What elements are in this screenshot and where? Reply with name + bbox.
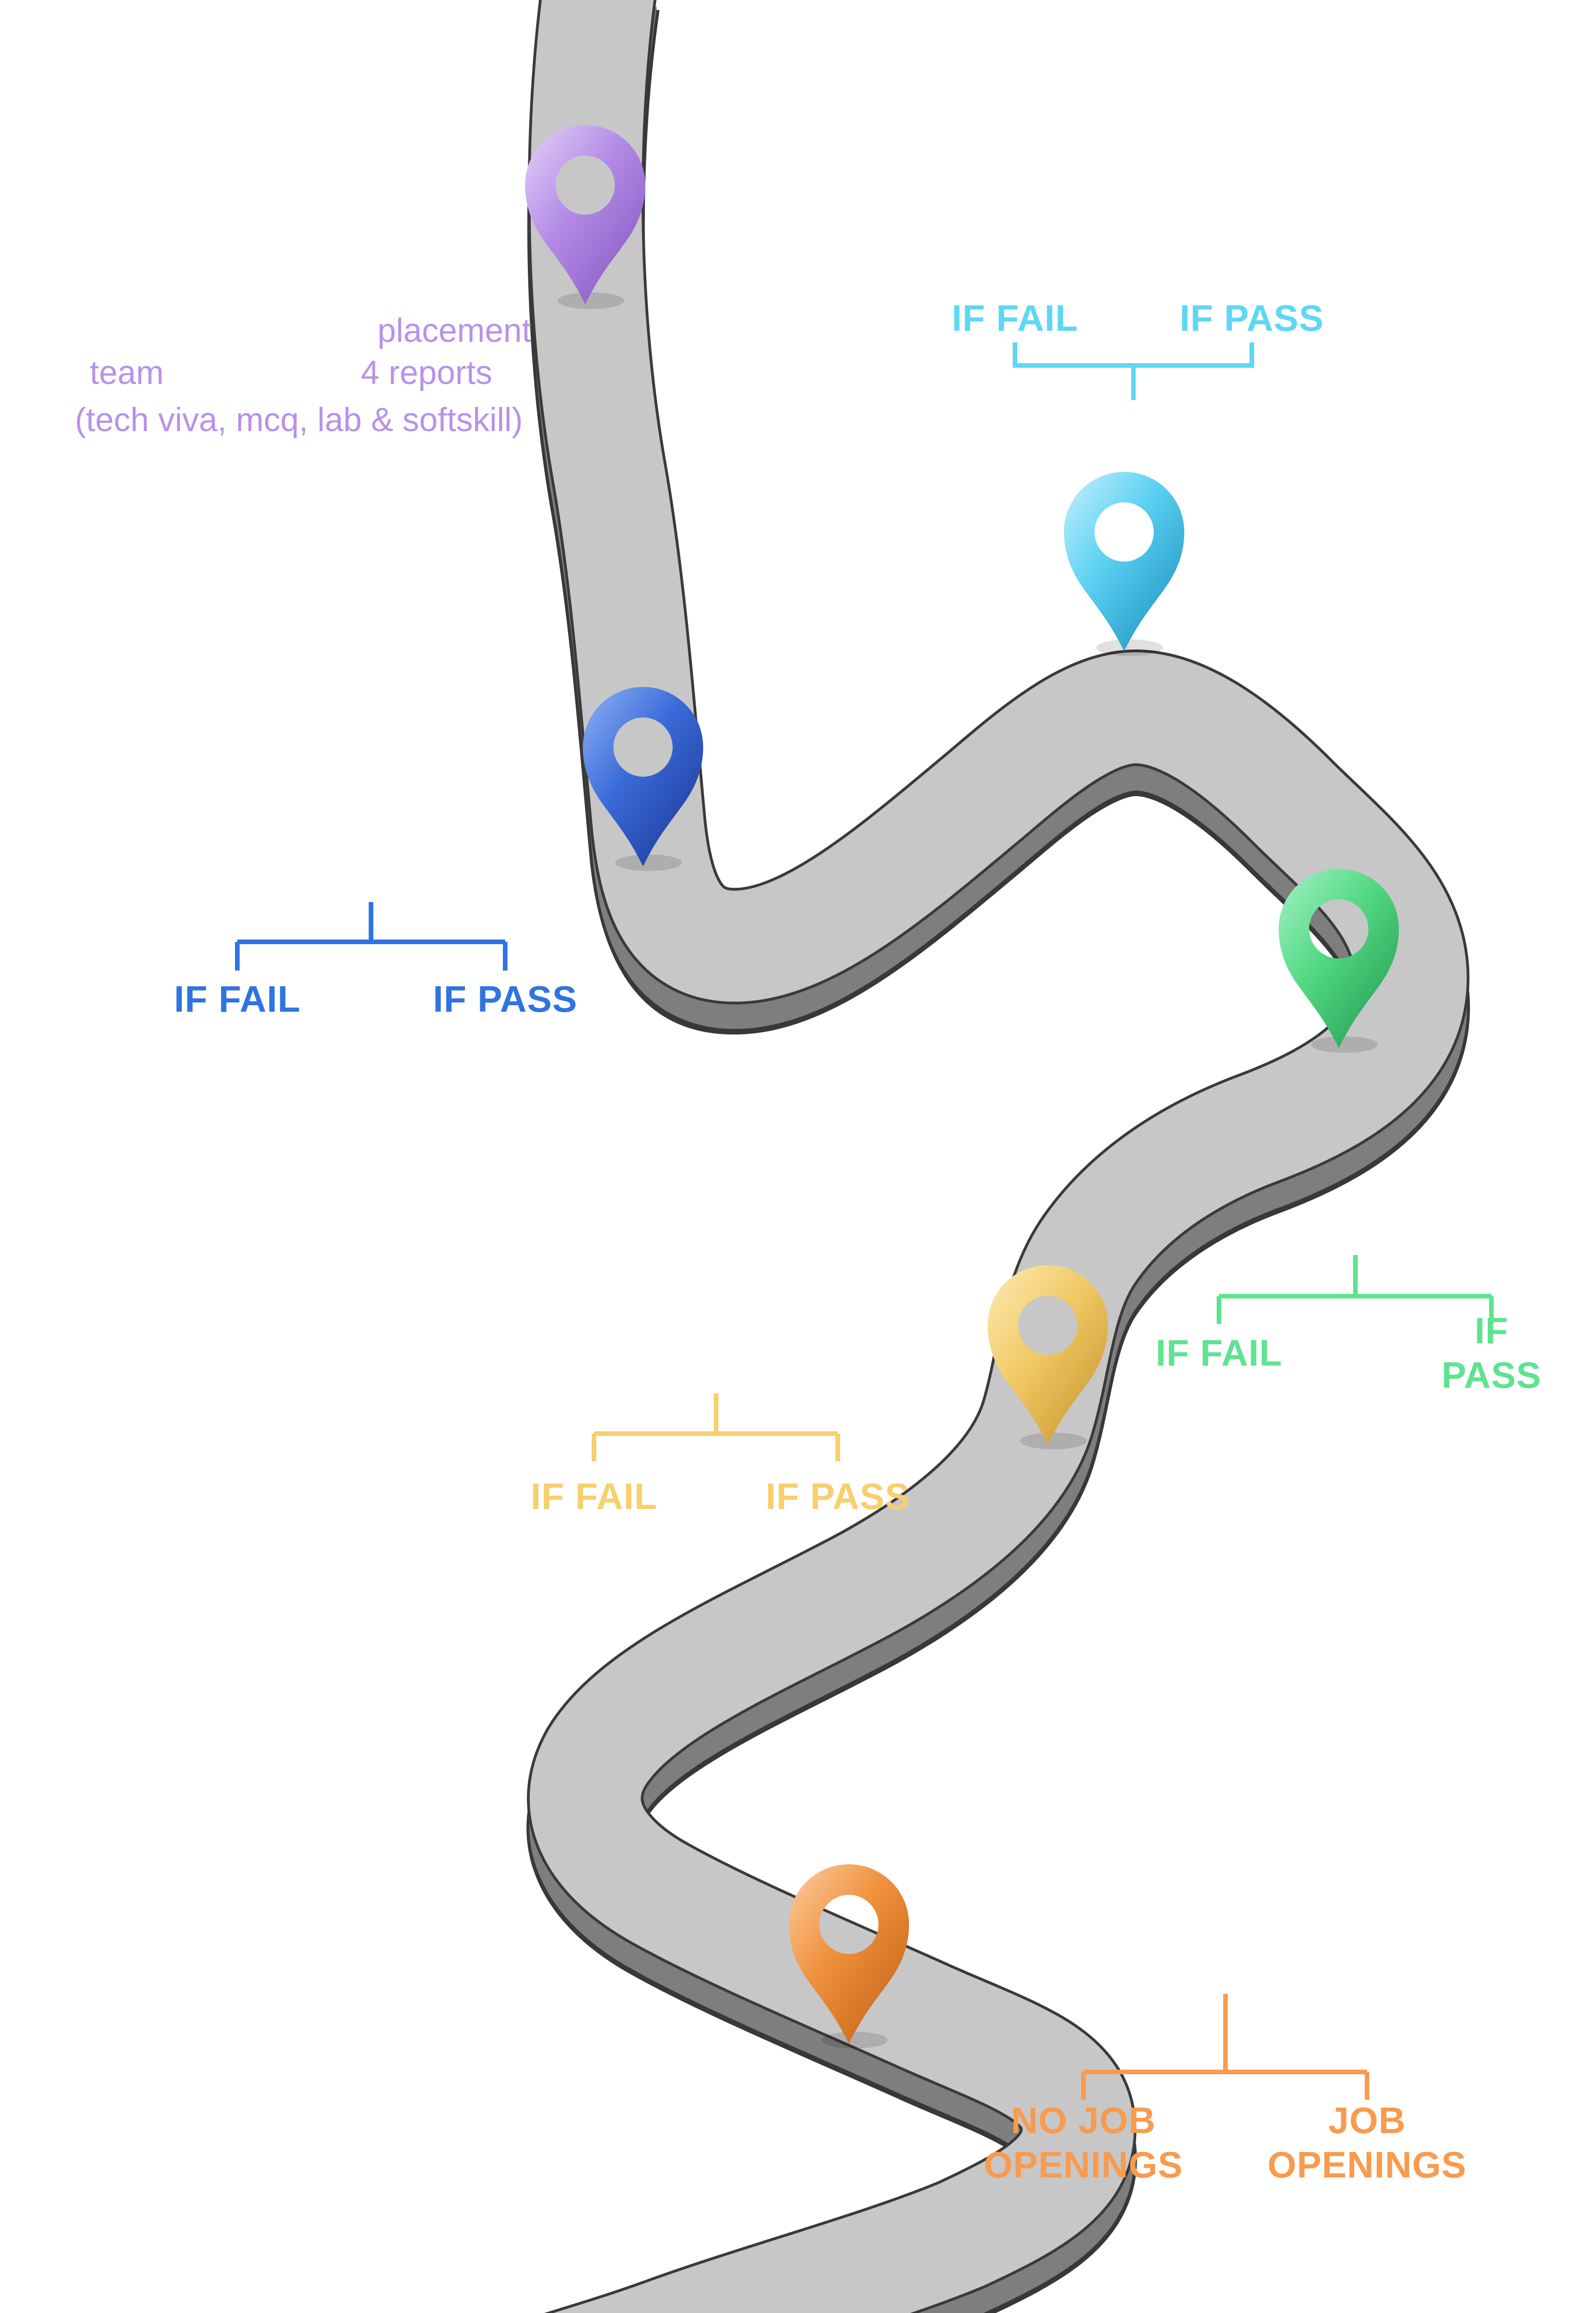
branch-bar [1219, 1294, 1491, 1299]
branch-tick-left [592, 1434, 596, 1461]
branch-bar [237, 940, 505, 944]
pin-shadow [1311, 1036, 1378, 1053]
branch-label-left: IF FAIL [174, 978, 301, 1020]
branch-tick-left [235, 942, 240, 971]
branch-stem [1223, 1994, 1228, 2072]
branch-tick-left [1013, 342, 1017, 368]
branch-label-left: NO JOB OPENINGS [984, 2100, 1183, 2185]
branch-tick-right [1250, 342, 1254, 368]
branch-label-right: JOB OPENINGS [1267, 2100, 1467, 2185]
pin-shadow [821, 2032, 888, 2048]
branch-stem [714, 1393, 718, 1434]
pin-shadow [1020, 1433, 1087, 1449]
branch-label-right: IF PASS [765, 1476, 910, 1517]
location-pin-purple [525, 125, 645, 309]
branch-tick-left [1081, 2072, 1086, 2100]
branch-label-left: IF FAIL [1156, 1332, 1282, 1373]
branch-tick-right [835, 1434, 840, 1461]
branch-bar [594, 1431, 838, 1436]
branch-tick-left [1217, 1296, 1221, 1324]
branch-stem [1353, 1255, 1358, 1296]
location-pin-green [1279, 869, 1399, 1053]
branch-label-left: IF FAIL [952, 297, 1078, 339]
location-pin-blue [583, 687, 703, 871]
branch-label-right: IF PASS [1179, 297, 1324, 339]
pin-shadow [1096, 639, 1163, 656]
branch-tick-right [1365, 2072, 1369, 2100]
placement-note-team: team [89, 354, 164, 391]
placement-note-line1: placement [377, 312, 532, 349]
pin-cyan-body [1064, 472, 1184, 651]
branch-label-left: IF FAIL [531, 1476, 657, 1517]
pin-shadow [557, 292, 624, 309]
branch-tick-right [1489, 1296, 1494, 1324]
pin-shadow [615, 854, 682, 871]
placement-note-line3: (tech viva, mcq, lab & softskill) [74, 402, 523, 439]
branch-label-right: IF PASS [1441, 1310, 1541, 1396]
branch-tick-right [503, 942, 507, 971]
branch-stem [1131, 365, 1136, 400]
location-pin-cyan [1064, 472, 1184, 656]
placement-note-4-reports: 4 reports [360, 354, 493, 391]
branch-label-right: IF PASS [433, 978, 578, 1020]
location-pin-yellow [988, 1265, 1108, 1449]
branch-stem [369, 902, 373, 942]
location-pin-orange [789, 1864, 909, 2048]
branch-bar [1083, 2070, 1367, 2074]
